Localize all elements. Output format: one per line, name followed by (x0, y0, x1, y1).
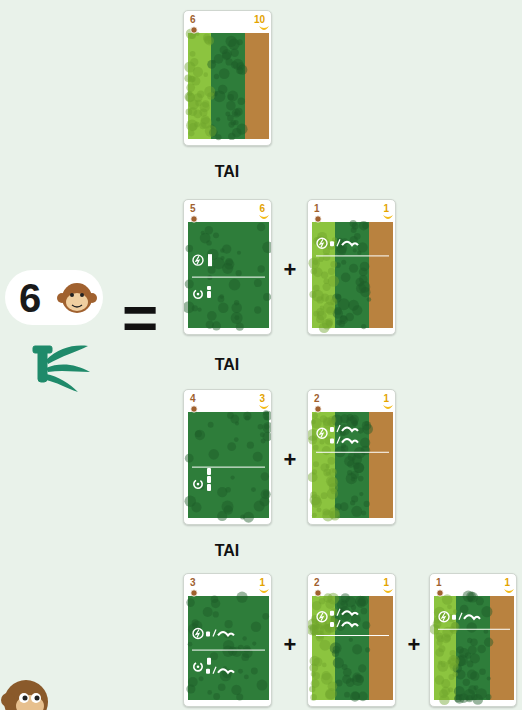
monkey-value: 3 (190, 578, 196, 588)
tree-card: 11 (429, 573, 517, 707)
card-art (184, 11, 272, 146)
tree-card: 56 (183, 199, 272, 335)
banana-value: 10 (254, 15, 265, 25)
tree-card: 6 10 (183, 10, 272, 146)
card-art (184, 200, 272, 335)
banana-value: 1 (383, 578, 389, 588)
card-art (308, 200, 396, 335)
card-art (184, 574, 272, 707)
banana-value: 6 (259, 204, 265, 214)
monkey-value: 4 (190, 394, 196, 404)
monkey-value: 2 (314, 578, 320, 588)
monkey-value: 1 (314, 204, 320, 214)
plus-sign: + (408, 634, 421, 656)
monkey-icon (57, 278, 97, 318)
monkey-number: 6 (19, 278, 41, 318)
banana-value: 1 (383, 394, 389, 404)
monkey-value: 6 (190, 15, 196, 25)
card-name: TAI (215, 164, 240, 180)
card-art (308, 390, 396, 525)
banana-value: 1 (383, 204, 389, 214)
banana-value: 3 (259, 394, 265, 404)
banana-value: 1 (259, 578, 265, 588)
card-name: TAI (215, 357, 240, 373)
equals-sign: = (122, 287, 158, 349)
tree-card: 21 (307, 573, 396, 707)
banana-value: 1 (504, 578, 510, 588)
plus-sign: + (284, 259, 297, 281)
tree-card: 43 (183, 389, 272, 525)
card-name: TAI (215, 543, 240, 559)
monkey-count: 6 (5, 270, 103, 325)
monkey-value: 2 (314, 394, 320, 404)
card-art (430, 574, 517, 707)
tree-card: 11 (307, 199, 396, 335)
plus-sign: + (284, 634, 297, 656)
plant-icon (33, 346, 90, 392)
card-art (184, 390, 272, 525)
plus-sign: + (284, 449, 297, 471)
card-art (308, 574, 396, 707)
monkey-figure (1, 680, 48, 710)
monkey-value: 5 (190, 204, 196, 214)
monkey-value: 1 (436, 578, 442, 588)
tree-card: 21 (307, 389, 396, 525)
tree-card: 31 (183, 573, 272, 707)
